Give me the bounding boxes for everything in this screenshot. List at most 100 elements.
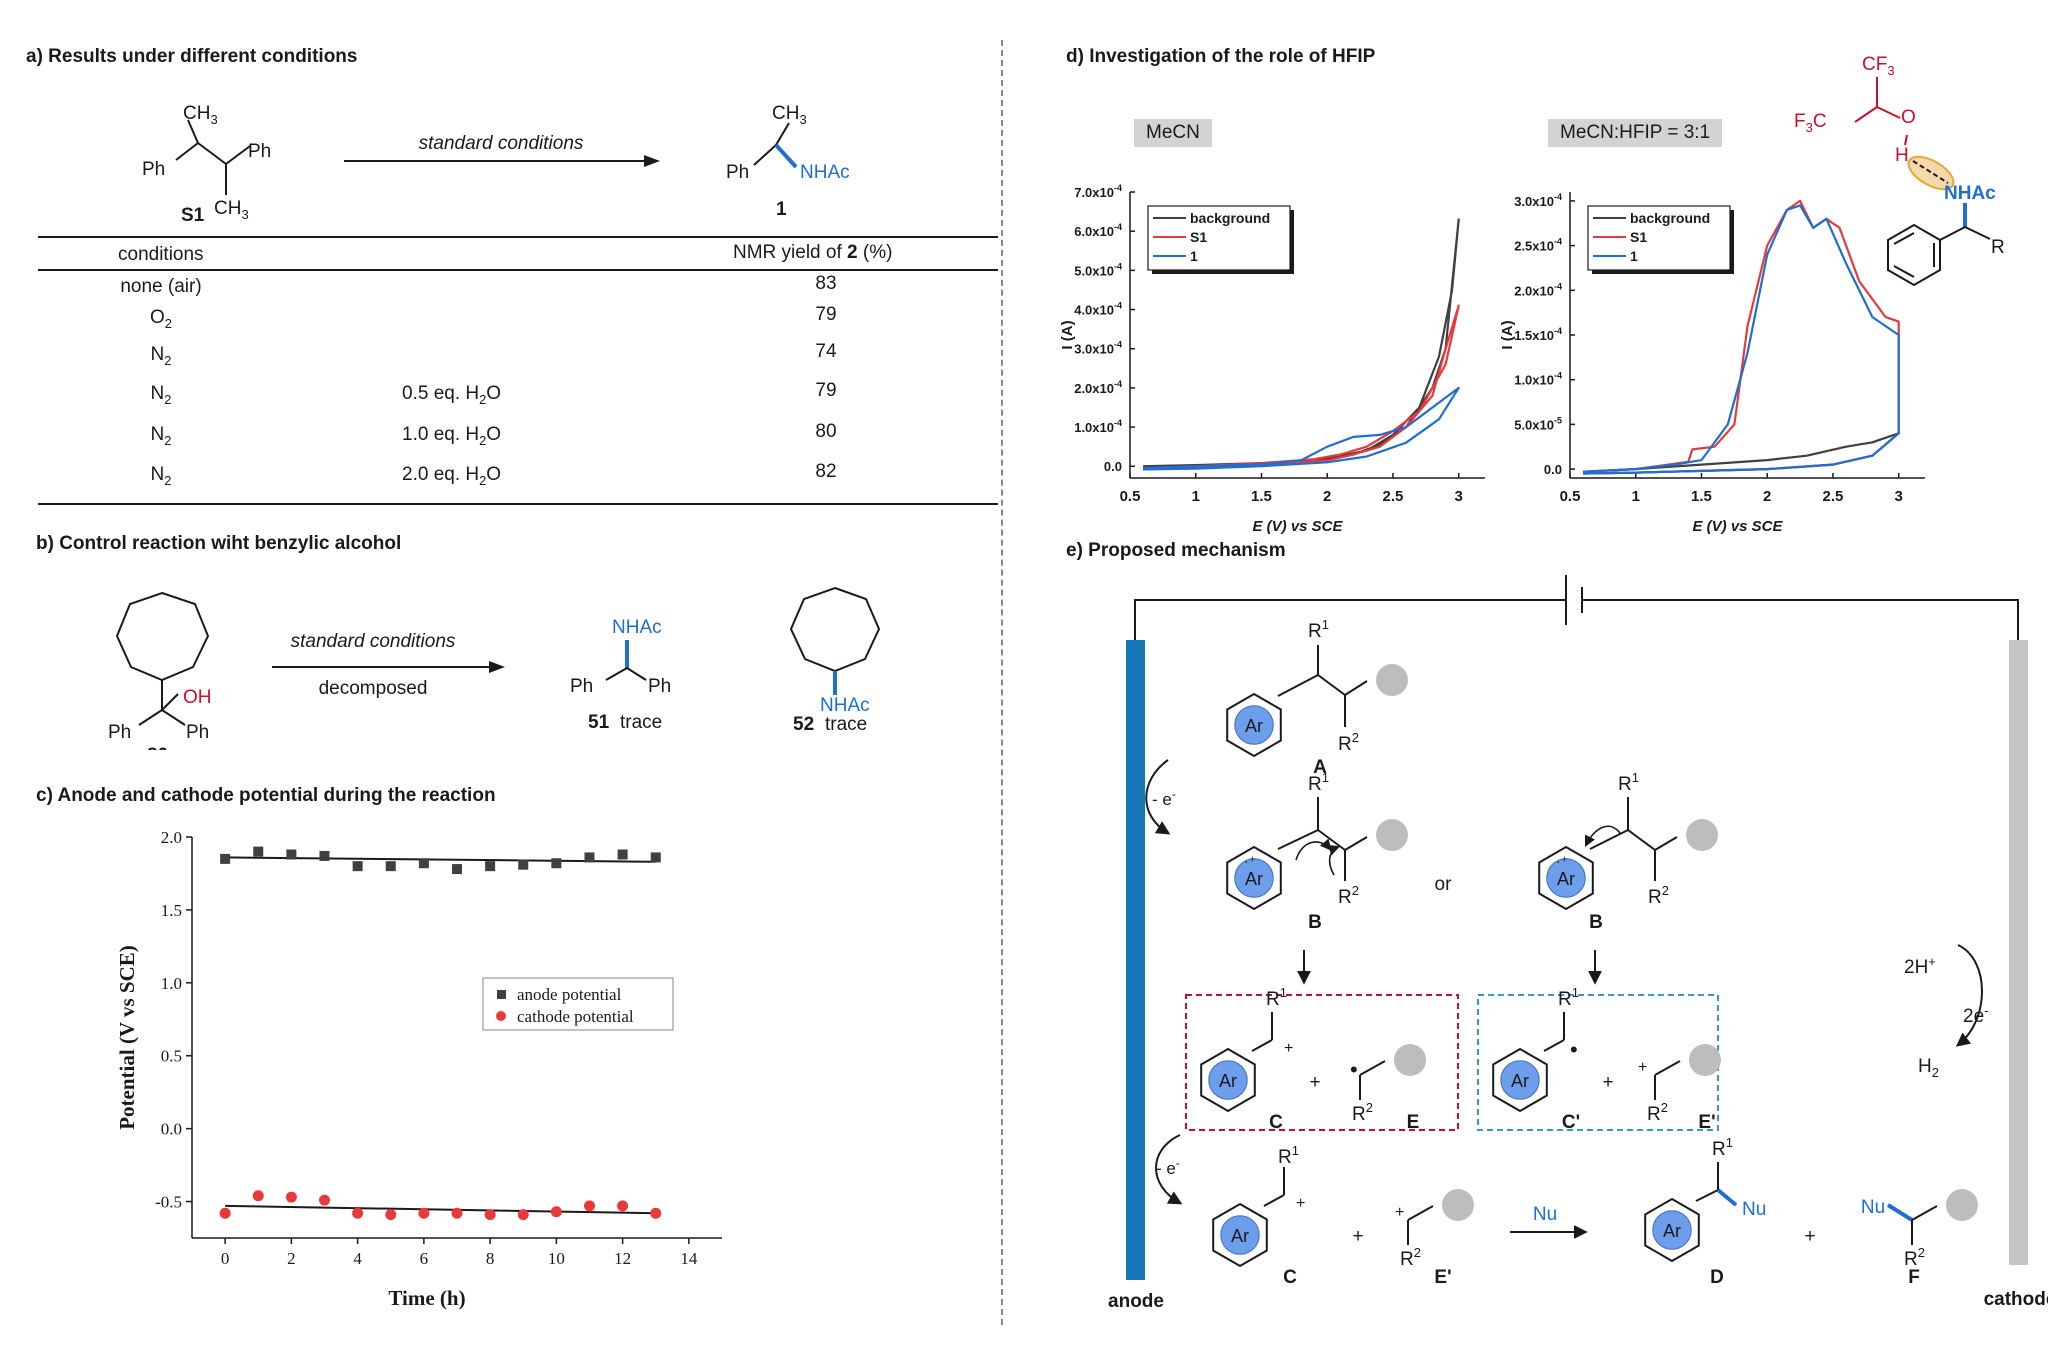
radical-dot: • bbox=[1350, 1057, 1358, 1082]
y-tick-label: 1.5 bbox=[161, 901, 182, 920]
reactant-80-cycloheptyl bbox=[115, 591, 210, 682]
s1-code: S1 bbox=[181, 205, 205, 226]
nu-on-f: Nu bbox=[1861, 1197, 1885, 1218]
anode-point bbox=[485, 861, 496, 872]
plus-sign: + bbox=[1352, 1226, 1363, 1247]
ar-core bbox=[1500, 1060, 1540, 1100]
cv-x-tick-label: 1.5 bbox=[1691, 488, 1712, 505]
y-tick-label: 0.5 bbox=[161, 1047, 182, 1066]
electron-arrow bbox=[1327, 844, 1341, 876]
compound-label-ep: E' bbox=[1434, 1267, 1451, 1288]
cv-trace-s1 bbox=[1143, 304, 1460, 471]
cv-x-axis-label: E (V) vs SCE bbox=[1252, 518, 1343, 535]
benzene-ring bbox=[1538, 845, 1594, 911]
table-header-conditions: conditions bbox=[118, 244, 204, 265]
compound-label-ep: E' bbox=[1698, 1112, 1715, 1133]
s1-ch3-bottom: CH3 bbox=[214, 198, 249, 222]
plus-sign: + bbox=[1602, 1072, 1613, 1093]
ar-label: Ar bbox=[1245, 869, 1263, 889]
anode-point bbox=[650, 852, 661, 863]
ar-label: Ar bbox=[1557, 869, 1575, 889]
product-52-code: 52 bbox=[793, 714, 814, 735]
legend-anode-marker bbox=[497, 990, 506, 999]
r2-label: R2 bbox=[1352, 1100, 1373, 1125]
product-1-cn-bond bbox=[774, 143, 798, 169]
table-header-yield: NMR yield of 2 (%) bbox=[733, 242, 893, 263]
cv-y-axis-label: I (A) bbox=[1499, 320, 1516, 349]
cation-plus: + bbox=[1284, 1040, 1293, 1057]
ar-label: Ar bbox=[1219, 1071, 1237, 1091]
cv-x-tick-label: 3 bbox=[1455, 488, 1463, 505]
radical-pathway-box bbox=[1477, 994, 1719, 1131]
cv-x-axis-label: E (V) vs SCE bbox=[1692, 518, 1783, 535]
ar-core bbox=[1652, 1210, 1692, 1250]
cathode-electrode bbox=[2009, 640, 2028, 1265]
cation-plus: + bbox=[1638, 1059, 1647, 1076]
reactant-80-oh: OH bbox=[183, 687, 212, 708]
y-axis-label: Potential (V vs SCE) bbox=[115, 945, 139, 1130]
bond bbox=[1359, 1060, 1386, 1076]
ar-label: Ar bbox=[1231, 1226, 1249, 1246]
hfip-cf3: CF3 bbox=[1862, 54, 1895, 78]
arrow-b-head bbox=[489, 661, 505, 673]
cathode-point bbox=[451, 1207, 463, 1219]
cv-x-tick-label: 0.5 bbox=[1560, 488, 1581, 505]
ar-core bbox=[1234, 705, 1274, 745]
product-1-ch3: CH3 bbox=[772, 103, 807, 127]
anode-point bbox=[418, 858, 429, 869]
cv-x-tick-label: 2 bbox=[1323, 488, 1331, 505]
cathode-point bbox=[617, 1200, 629, 1212]
anode-point bbox=[584, 852, 595, 863]
product-51-ph-right: Ph bbox=[648, 676, 671, 697]
nu-c-bond bbox=[1886, 1203, 1914, 1222]
cv-label-mecn: MeCN bbox=[1134, 119, 1212, 147]
product-52-note: trace bbox=[825, 714, 867, 735]
cathode-point bbox=[584, 1200, 595, 1212]
compound-label-b: B bbox=[1589, 912, 1603, 933]
substituent-ball bbox=[1689, 1044, 1721, 1076]
y-tick-label: -0.5 bbox=[155, 1193, 182, 1212]
table-cell-additive: 0.5 eq. H2O bbox=[402, 383, 502, 407]
bond bbox=[1344, 836, 1368, 851]
x-tick-label: 8 bbox=[486, 1249, 495, 1268]
cathode-point bbox=[219, 1207, 231, 1219]
cv-legend-label: background bbox=[1190, 210, 1270, 226]
electron-arrow bbox=[1295, 838, 1332, 861]
table-cell-conditions: none (air) bbox=[120, 276, 202, 297]
cathode-label: cathode bbox=[1984, 1289, 2048, 1310]
cv-chart-mecn: 0.01.0x10-42.0x10-43.0x10-44.0x10-45.0x1… bbox=[1059, 183, 1485, 535]
hfip-o: O bbox=[1901, 107, 1916, 128]
cv-y-axis-label: I (A) bbox=[1059, 320, 1076, 349]
table-cell-yield: 79 bbox=[815, 304, 837, 325]
hfip-h: H bbox=[1895, 145, 1909, 166]
y-tick-label: 2.0 bbox=[161, 828, 182, 847]
benzene-ring bbox=[1492, 1047, 1548, 1113]
product-51-note: trace bbox=[620, 712, 662, 733]
bond bbox=[1911, 1205, 1938, 1221]
compound-label-c: C bbox=[1283, 1267, 1297, 1288]
table-cell-conditions: O2 bbox=[150, 307, 172, 331]
ar-core bbox=[1234, 858, 1274, 898]
r1-label: R1 bbox=[1278, 1143, 1299, 1168]
anode-point bbox=[452, 864, 462, 875]
ar-label: Ar bbox=[1245, 716, 1263, 736]
cv-x-tick-label: 2 bbox=[1763, 488, 1771, 505]
panel-e-title: e) Proposed mechanism bbox=[1066, 540, 1286, 561]
r1-label: R1 bbox=[1308, 617, 1329, 642]
fit-line-anode bbox=[225, 856, 656, 863]
compound-label-c: C bbox=[1269, 1112, 1283, 1133]
cv-y-tick-label: 2.0x10-4 bbox=[1074, 379, 1122, 396]
panel-c-title: c) Anode and cathode potential during th… bbox=[36, 785, 496, 806]
benzene-ring bbox=[1212, 1202, 1268, 1268]
cv-y-tick-label: 4.0x10-4 bbox=[1074, 301, 1122, 318]
anode-point bbox=[617, 849, 628, 860]
x-tick-label: 12 bbox=[614, 1249, 631, 1268]
cathode-point bbox=[418, 1207, 430, 1219]
cv-y-tick-label: 7.0x10-4 bbox=[1074, 183, 1122, 200]
cv-trace-1 bbox=[1143, 386, 1460, 471]
bond bbox=[1543, 1039, 1565, 1052]
r2-label: R2 bbox=[1338, 730, 1359, 755]
r2-label: R2 bbox=[1904, 1245, 1925, 1270]
panel-a-title: a) Results under different conditions bbox=[26, 46, 358, 67]
anode-point bbox=[518, 859, 529, 870]
